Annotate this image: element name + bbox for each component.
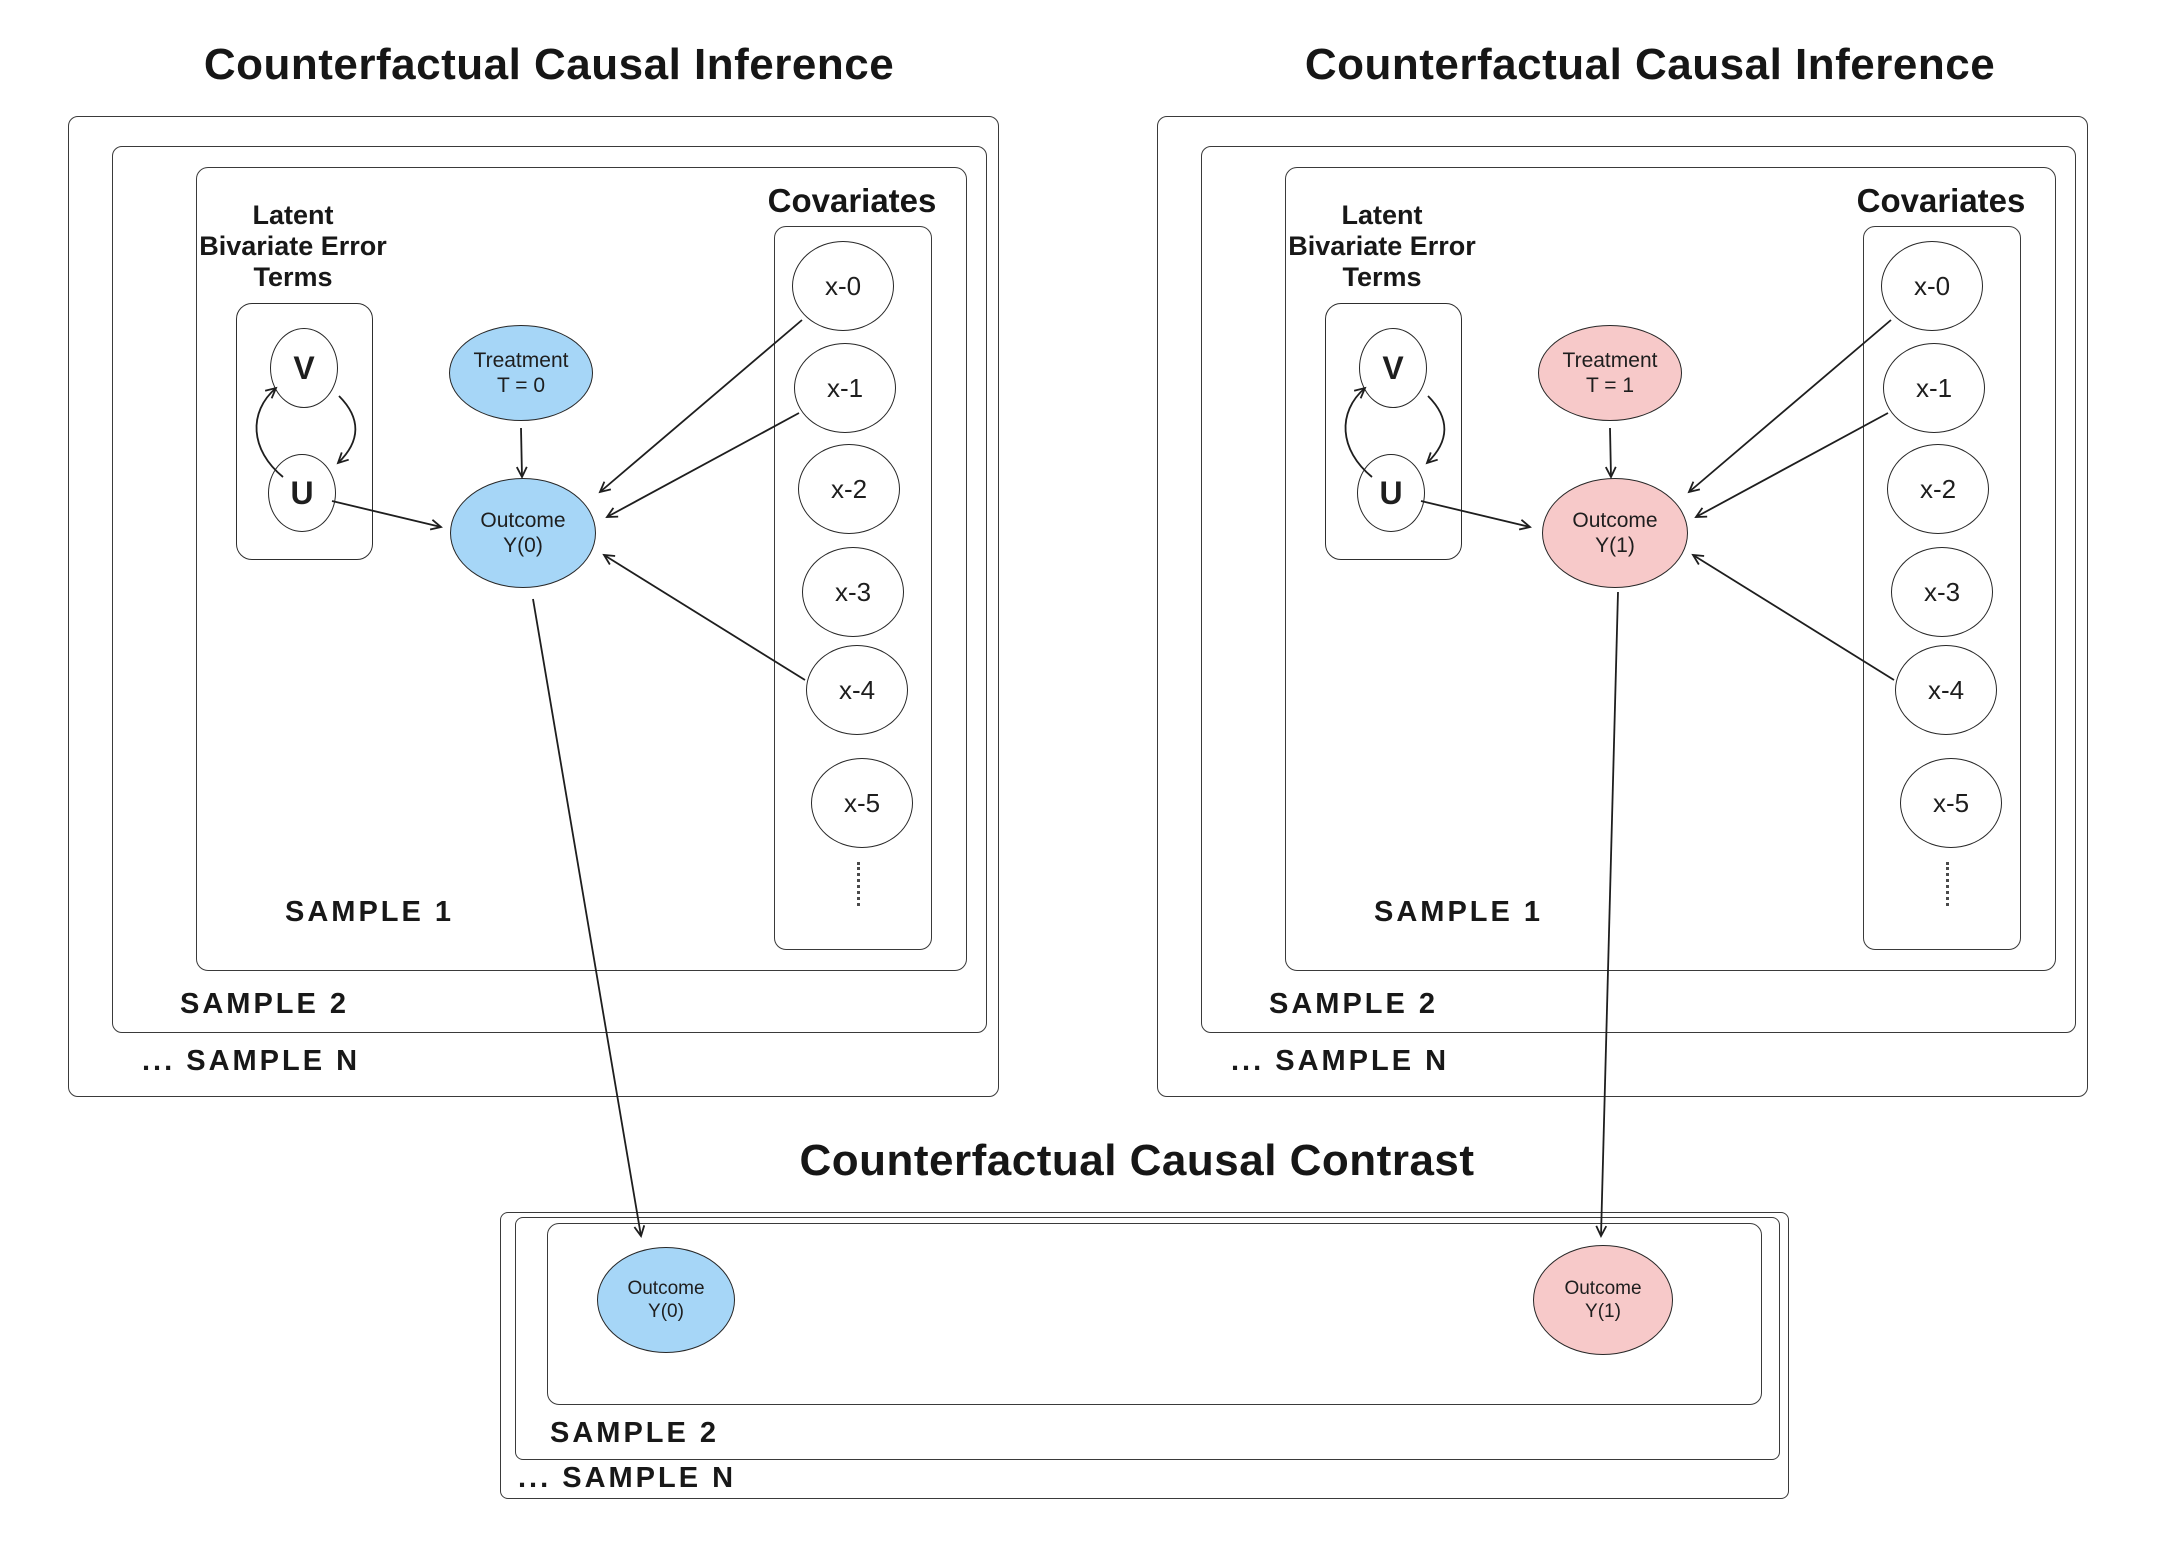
left-treatment-line-2: T = 0	[496, 374, 546, 397]
left-treatment-line-1: Treatment	[473, 349, 569, 372]
left-latent-line-1: Latent	[252, 200, 334, 230]
right-treatment-line-2: T = 1	[1585, 374, 1635, 397]
left-sample-1-label: SAMPLE 1	[285, 896, 455, 928]
left-outcome-line-2: Y(0)	[503, 534, 543, 557]
left-covariate-x0: x-0	[792, 241, 894, 331]
right-latent-line-3: Terms	[1342, 262, 1422, 292]
right-sample-n-label: ... SAMPLE N	[1231, 1045, 1450, 1077]
right-latent-line-1: Latent	[1341, 200, 1423, 230]
right-covariate-x0: x-0	[1881, 241, 1983, 331]
right-outcome-line-1: Outcome	[1572, 509, 1658, 532]
right-sample-1-box	[1285, 167, 2056, 971]
right-covariate-x5: x-5	[1900, 758, 2002, 848]
left-covariate-x5: x-5	[811, 758, 913, 848]
left-covariates-ellipsis-dots	[857, 862, 860, 906]
left-covariate-x4-label: x-4	[838, 674, 876, 705]
right-v-node: V	[1359, 328, 1427, 408]
left-covariate-x0-label: x-0	[824, 270, 862, 301]
right-sample-2-label: SAMPLE 2	[1269, 988, 1439, 1020]
right-outcome-node: Outcome Y(1)	[1542, 478, 1688, 588]
right-covariate-x2-label: x-2	[1919, 473, 1957, 504]
left-error-terms-box	[236, 303, 373, 560]
left-latent-line-3: Terms	[253, 262, 333, 292]
left-v-label: V	[293, 349, 315, 386]
left-u-node: U	[268, 454, 336, 532]
right-panel-title: Counterfactual Causal Inference	[1304, 40, 1996, 89]
right-covariate-x1: x-1	[1883, 343, 1985, 433]
left-latent-line-2: Bivariate Error	[199, 231, 387, 261]
contrast-outcome-control-line-2: Y(0)	[648, 1301, 684, 1322]
left-covariate-x5-label: x-5	[843, 787, 881, 818]
right-covariate-x5-label: x-5	[1932, 787, 1970, 818]
left-treatment-node: Treatment T = 0	[449, 325, 593, 421]
right-treatment-node: Treatment T = 1	[1538, 325, 1682, 421]
left-outcome-line-1: Outcome	[480, 509, 566, 532]
right-sample-2-box	[1201, 146, 2076, 1033]
right-covariate-x1-label: x-1	[1915, 372, 1953, 403]
right-covariate-x4: x-4	[1895, 645, 1997, 735]
right-covariates-title: Covariates	[1856, 182, 2026, 219]
left-covariates-title: Covariates	[767, 182, 937, 219]
contrast-sample-n-label: ... SAMPLE N	[518, 1462, 737, 1494]
left-latent-error-label: Latent Bivariate Error Terms	[199, 200, 387, 293]
right-u-label: U	[1379, 474, 1403, 511]
right-u-node: U	[1357, 454, 1425, 532]
left-covariate-x1-label: x-1	[826, 372, 864, 403]
right-covariate-x3: x-3	[1891, 547, 1993, 637]
contrast-outcome-treated-line-2: Y(1)	[1585, 1301, 1621, 1322]
right-covariate-x3-label: x-3	[1923, 576, 1961, 607]
contrast-sample-2-box	[515, 1217, 1780, 1460]
contrast-outcome-treated-line-1: Outcome	[1564, 1278, 1642, 1299]
left-outcome-node: Outcome Y(0)	[450, 478, 596, 588]
right-latent-error-label: Latent Bivariate Error Terms	[1288, 200, 1476, 293]
right-outcome-line-2: Y(1)	[1595, 534, 1635, 557]
left-covariate-x4: x-4	[806, 645, 908, 735]
left-covariate-x1: x-1	[794, 343, 896, 433]
contrast-panel-title: Counterfactual Causal Contrast	[799, 1136, 1475, 1185]
contrast-sample-2-label: SAMPLE 2	[550, 1417, 720, 1449]
contrast-outcome-control-node: Outcome Y(0)	[597, 1247, 735, 1353]
right-treatment-line-1: Treatment	[1562, 349, 1658, 372]
left-v-node: V	[270, 328, 338, 408]
contrast-outcome-treated-node: Outcome Y(1)	[1533, 1245, 1673, 1355]
right-sample-n-box	[1157, 116, 2088, 1097]
left-covariate-x2: x-2	[798, 444, 900, 534]
right-error-terms-box	[1325, 303, 1462, 560]
contrast-sample-n-box	[500, 1212, 1789, 1499]
right-v-label: V	[1382, 349, 1404, 386]
right-covariates-ellipsis-dots	[1946, 862, 1949, 906]
left-u-label: U	[290, 474, 314, 511]
contrast-outcome-control-line-1: Outcome	[627, 1278, 705, 1299]
left-covariate-x2-label: x-2	[830, 473, 868, 504]
right-sample-1-label: SAMPLE 1	[1374, 896, 1544, 928]
left-panel-title: Counterfactual Causal Inference	[203, 40, 895, 89]
right-covariate-x0-label: x-0	[1913, 270, 1951, 301]
left-covariate-x3: x-3	[802, 547, 904, 637]
left-sample-n-label: ... SAMPLE N	[142, 1045, 361, 1077]
right-covariate-x4-label: x-4	[1927, 674, 1965, 705]
right-latent-line-2: Bivariate Error	[1288, 231, 1476, 261]
left-covariate-x3-label: x-3	[834, 576, 872, 607]
left-sample-2-label: SAMPLE 2	[180, 988, 350, 1020]
contrast-sample-1-box	[547, 1223, 1762, 1405]
right-covariate-x2: x-2	[1887, 444, 1989, 534]
